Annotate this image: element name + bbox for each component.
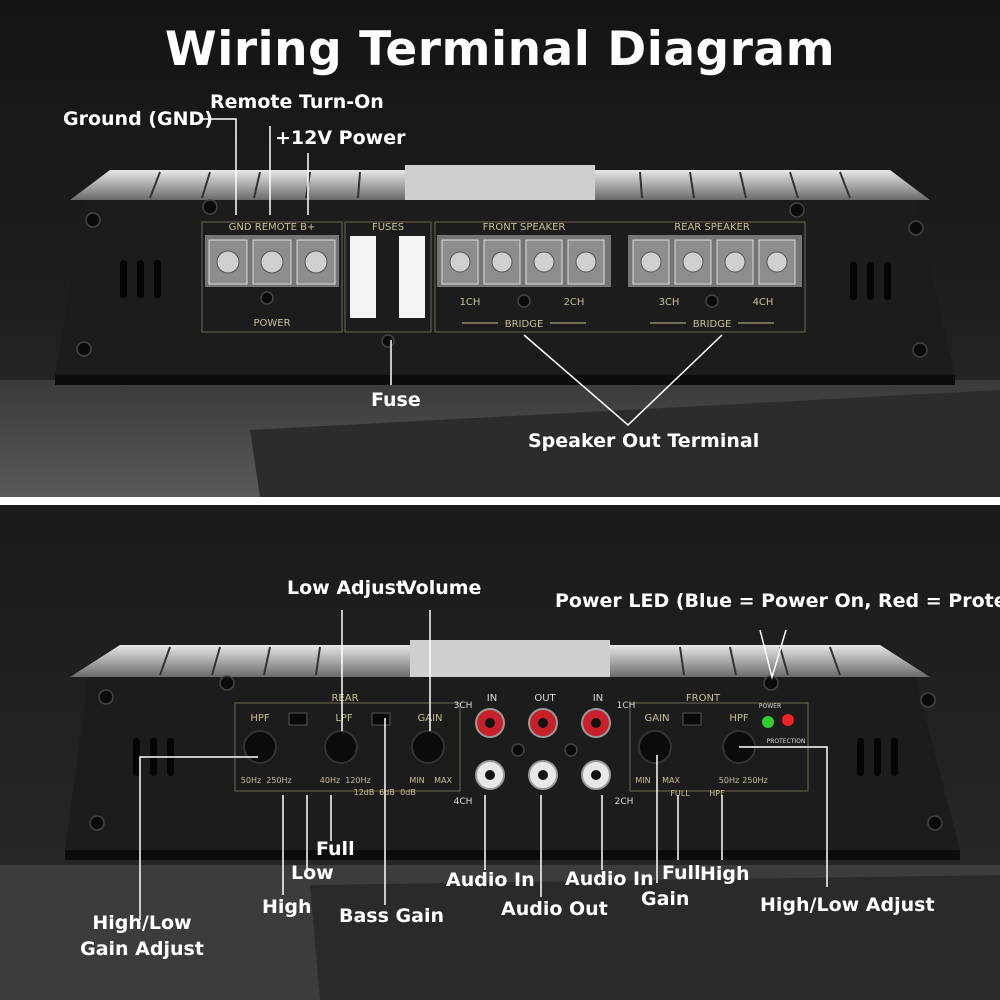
bass-boost-switch[interactable] xyxy=(371,712,391,726)
full-callout-left: Full xyxy=(316,838,355,860)
front-xover-switch[interactable] xyxy=(682,712,702,726)
screws-bottom xyxy=(89,675,943,831)
front-speaker-terminals xyxy=(441,239,605,285)
rear-gain-knob[interactable] xyxy=(411,730,445,764)
rear-hpf-label: HPF xyxy=(250,713,270,724)
side-vents xyxy=(120,260,891,300)
audio-in-callout-left: Audio In xyxy=(446,869,535,891)
ch4-label-bottom: 4CH xyxy=(454,797,473,807)
fuse-2 xyxy=(399,236,425,318)
ch3-label-bottom: 3CH xyxy=(454,701,473,711)
fuses-label: FUSES xyxy=(372,222,404,233)
panel-divider xyxy=(0,497,1000,505)
top-panel: GND REMOTE B+ POWER FUSES FRONT SPEAKER … xyxy=(0,0,1000,497)
power-12v-callout: +12V Power xyxy=(275,127,406,149)
rear-speaker-label: REAR SPEAKER xyxy=(674,222,750,233)
rear-hpf-max: 250Hz xyxy=(266,776,291,785)
bridge-label-rear: BRIDGE xyxy=(693,319,732,330)
rear-xover-switch[interactable] xyxy=(288,712,308,726)
bottom-callout-lines xyxy=(139,610,828,920)
ch1-label-bottom: 1CH xyxy=(617,701,636,711)
high-low-gain-adjust-callout: High/Low Gain Adjust xyxy=(80,912,204,960)
ground-callout: Ground (GND) xyxy=(63,108,213,130)
gain-callout: Gain xyxy=(641,888,690,910)
rear-speaker-terminals xyxy=(632,239,796,285)
power-block xyxy=(201,221,343,333)
ch4-label: 4CH xyxy=(753,297,774,308)
rear-lpf-min: 40Hz xyxy=(320,776,340,785)
front-label: FRONT xyxy=(686,693,721,704)
low-callout: Low xyxy=(291,862,334,884)
rca-red-row xyxy=(475,708,611,738)
audio-in-callout-right: Audio In xyxy=(565,868,654,890)
fuse-callout: Fuse xyxy=(371,389,421,411)
rear-lpf-knob[interactable] xyxy=(324,730,358,764)
ch3-label: 3CH xyxy=(659,297,680,308)
page-title: Wiring Terminal Diagram xyxy=(164,22,836,77)
rear-gain-max: MAX xyxy=(434,776,452,785)
screws xyxy=(76,199,928,358)
ch2-label: 2CH xyxy=(564,297,585,308)
rear-hpf-knob[interactable] xyxy=(243,730,277,764)
power-led-callout: Power LED (Blue = Power On, Red = Protec… xyxy=(555,590,1000,612)
rear-hpf-min: 50Hz xyxy=(241,776,261,785)
db6-label: 6dB xyxy=(379,788,395,797)
table-shadow xyxy=(250,390,1000,497)
rear-lpf-label: LPF xyxy=(335,713,353,724)
ch2-label-bottom: 2CH xyxy=(615,797,634,807)
fuse-1 xyxy=(350,236,376,318)
in-label-right: IN xyxy=(593,693,603,704)
out-label: OUT xyxy=(534,693,556,704)
power-terminal-legend: GND REMOTE B+ xyxy=(229,222,316,233)
front-hpf-mode-label: HPF xyxy=(709,789,725,798)
db0-label: 0dB xyxy=(400,788,416,797)
control-faceplate xyxy=(65,677,960,850)
low-adjust-callout: Low Adjust xyxy=(287,577,406,599)
front-hpf-max: 250Hz xyxy=(742,776,767,785)
front-gain-min: MIN xyxy=(635,776,650,785)
power-led xyxy=(762,716,774,728)
front-gain-knob[interactable] xyxy=(638,730,672,764)
bridge-label-front: BRIDGE xyxy=(505,319,544,330)
full-callout-right: Full xyxy=(662,862,701,884)
amplifier-control-view: REAR FRONT HPF 50Hz 250Hz LPF 40Hz 120Hz… xyxy=(0,610,1000,1000)
rear-lpf-max: 120Hz xyxy=(345,776,370,785)
top-callout-lines xyxy=(200,118,723,427)
high-callout-left: High xyxy=(262,896,312,918)
in-label-left: IN xyxy=(487,693,497,704)
bottom-panel: REAR FRONT HPF 50Hz 250Hz LPF 40Hz 120Hz… xyxy=(0,505,1000,1000)
rear-label: REAR xyxy=(331,693,358,704)
front-speaker-label: FRONT SPEAKER xyxy=(483,222,566,233)
audio-out-callout: Audio Out xyxy=(501,898,608,920)
led-power-label: POWER xyxy=(759,703,781,710)
front-full-label: FULL xyxy=(670,789,690,798)
high-low-adjust-callout: High/Low Adjust xyxy=(760,894,935,916)
front-hpf-min: 50Hz xyxy=(719,776,739,785)
db12-label: 12dB xyxy=(354,788,375,797)
high-callout-right: High xyxy=(700,863,750,885)
amplifier-top-view: GND REMOTE B+ POWER FUSES FRONT SPEAKER … xyxy=(0,118,1000,497)
power-label: POWER xyxy=(253,318,290,329)
speaker-out-terminal-callout: Speaker Out Terminal xyxy=(528,430,760,452)
rca-white-row xyxy=(475,760,611,790)
volume-callout: Volume xyxy=(402,577,482,599)
front-gain-label: GAIN xyxy=(644,713,669,724)
front-hpf-label: HPF xyxy=(729,713,749,724)
protect-led xyxy=(782,714,794,726)
rear-gain-min: MIN xyxy=(409,776,424,785)
power-terminals xyxy=(208,239,336,285)
front-gain-max: MAX xyxy=(662,776,680,785)
ch1-label: 1CH xyxy=(460,297,481,308)
remote-turn-on-callout: Remote Turn-On xyxy=(210,91,384,113)
top-cover xyxy=(405,165,595,200)
led-protection-label: PROTECTION xyxy=(767,738,806,745)
bass-gain-callout: Bass Gain xyxy=(339,905,444,927)
